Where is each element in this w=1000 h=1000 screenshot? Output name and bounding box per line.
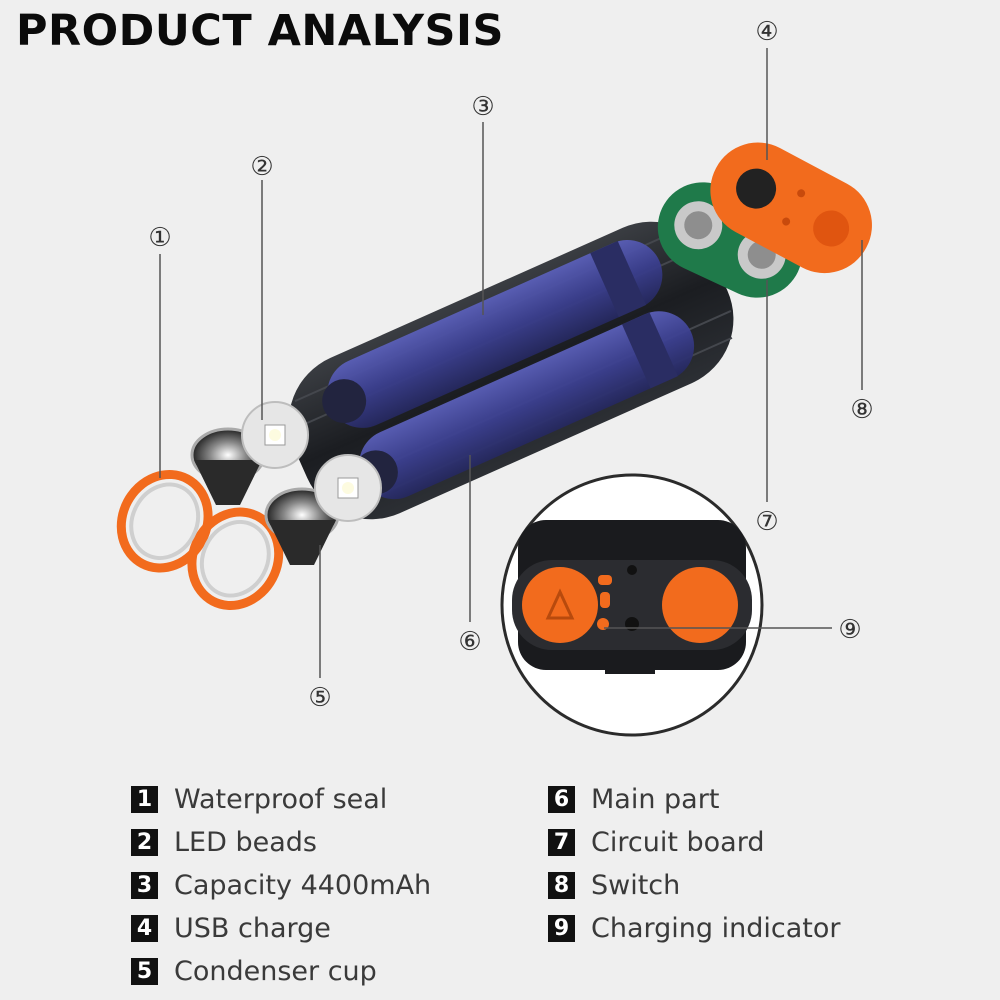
callout-6: ⑥ [458,627,481,657]
legend-number-badge: 7 [548,829,575,856]
legend-item-label: Capacity 4400mAh [174,870,432,901]
legend-number-badge: 4 [131,915,158,942]
callout-4: ④ [755,17,778,47]
legend-number-badge: 8 [548,872,575,899]
led-beads [241,401,382,522]
legend-number-badge: 6 [548,786,575,813]
callout-1: ① [148,223,171,253]
legend-item: 9 Charging indicator [548,911,888,946]
legend-item-label: Main part [591,784,720,815]
legend-item: 1 Waterproof seal [131,782,548,817]
callout-numbers: ① ② ③ ④ ⑤ ⑥ ⑦ ⑧ ⑨ [148,17,873,713]
callout-8: ⑧ [850,395,873,425]
legend-number-badge: 2 [131,829,158,856]
legend-item: 3 Capacity 4400mAh [131,868,548,903]
legend-item: 7 Circuit board [548,825,888,860]
legend-item-label: Charging indicator [591,913,841,944]
callout-7: ⑦ [755,507,778,537]
switch-cap [710,142,872,274]
legend-number-badge: 5 [131,958,158,985]
main-housing [288,221,734,520]
legend-item-label: LED beads [174,827,317,858]
legend-item-label: Circuit board [591,827,765,858]
legend-item-label: USB charge [174,913,331,944]
legend-item: 2 LED beads [131,825,548,860]
parts-legend: 1 Waterproof seal 2 LED beads 3 Capacity… [131,782,891,989]
battery-cells [322,239,695,500]
legend-item: 4 USB charge [131,911,548,946]
legend-item-label: Condenser cup [174,956,377,987]
legend-item-label: Switch [591,870,681,901]
legend-number-badge: 1 [131,786,158,813]
legend-column-left: 1 Waterproof seal 2 LED beads 3 Capacity… [131,782,548,989]
charging-indicator-zoom [500,473,764,737]
legend-item: 5 Condenser cup [131,954,548,989]
callout-3: ③ [471,92,494,122]
legend-item-label: Waterproof seal [174,784,388,815]
legend-item: 6 Main part [548,782,888,817]
callout-2: ② [250,152,273,182]
legend-column-right: 6 Main part 7 Circuit board 8 Switch 9 C… [548,782,888,989]
leader-lines [159,48,863,678]
legend-item: 8 Switch [548,868,888,903]
page-title: PRODUCT ANALYSIS [16,6,504,56]
callout-5: ⑤ [308,683,331,713]
legend-number-badge: 3 [131,872,158,899]
legend-number-badge: 9 [548,915,575,942]
callout-9: ⑨ [838,615,861,645]
waterproof-seal [116,469,284,611]
